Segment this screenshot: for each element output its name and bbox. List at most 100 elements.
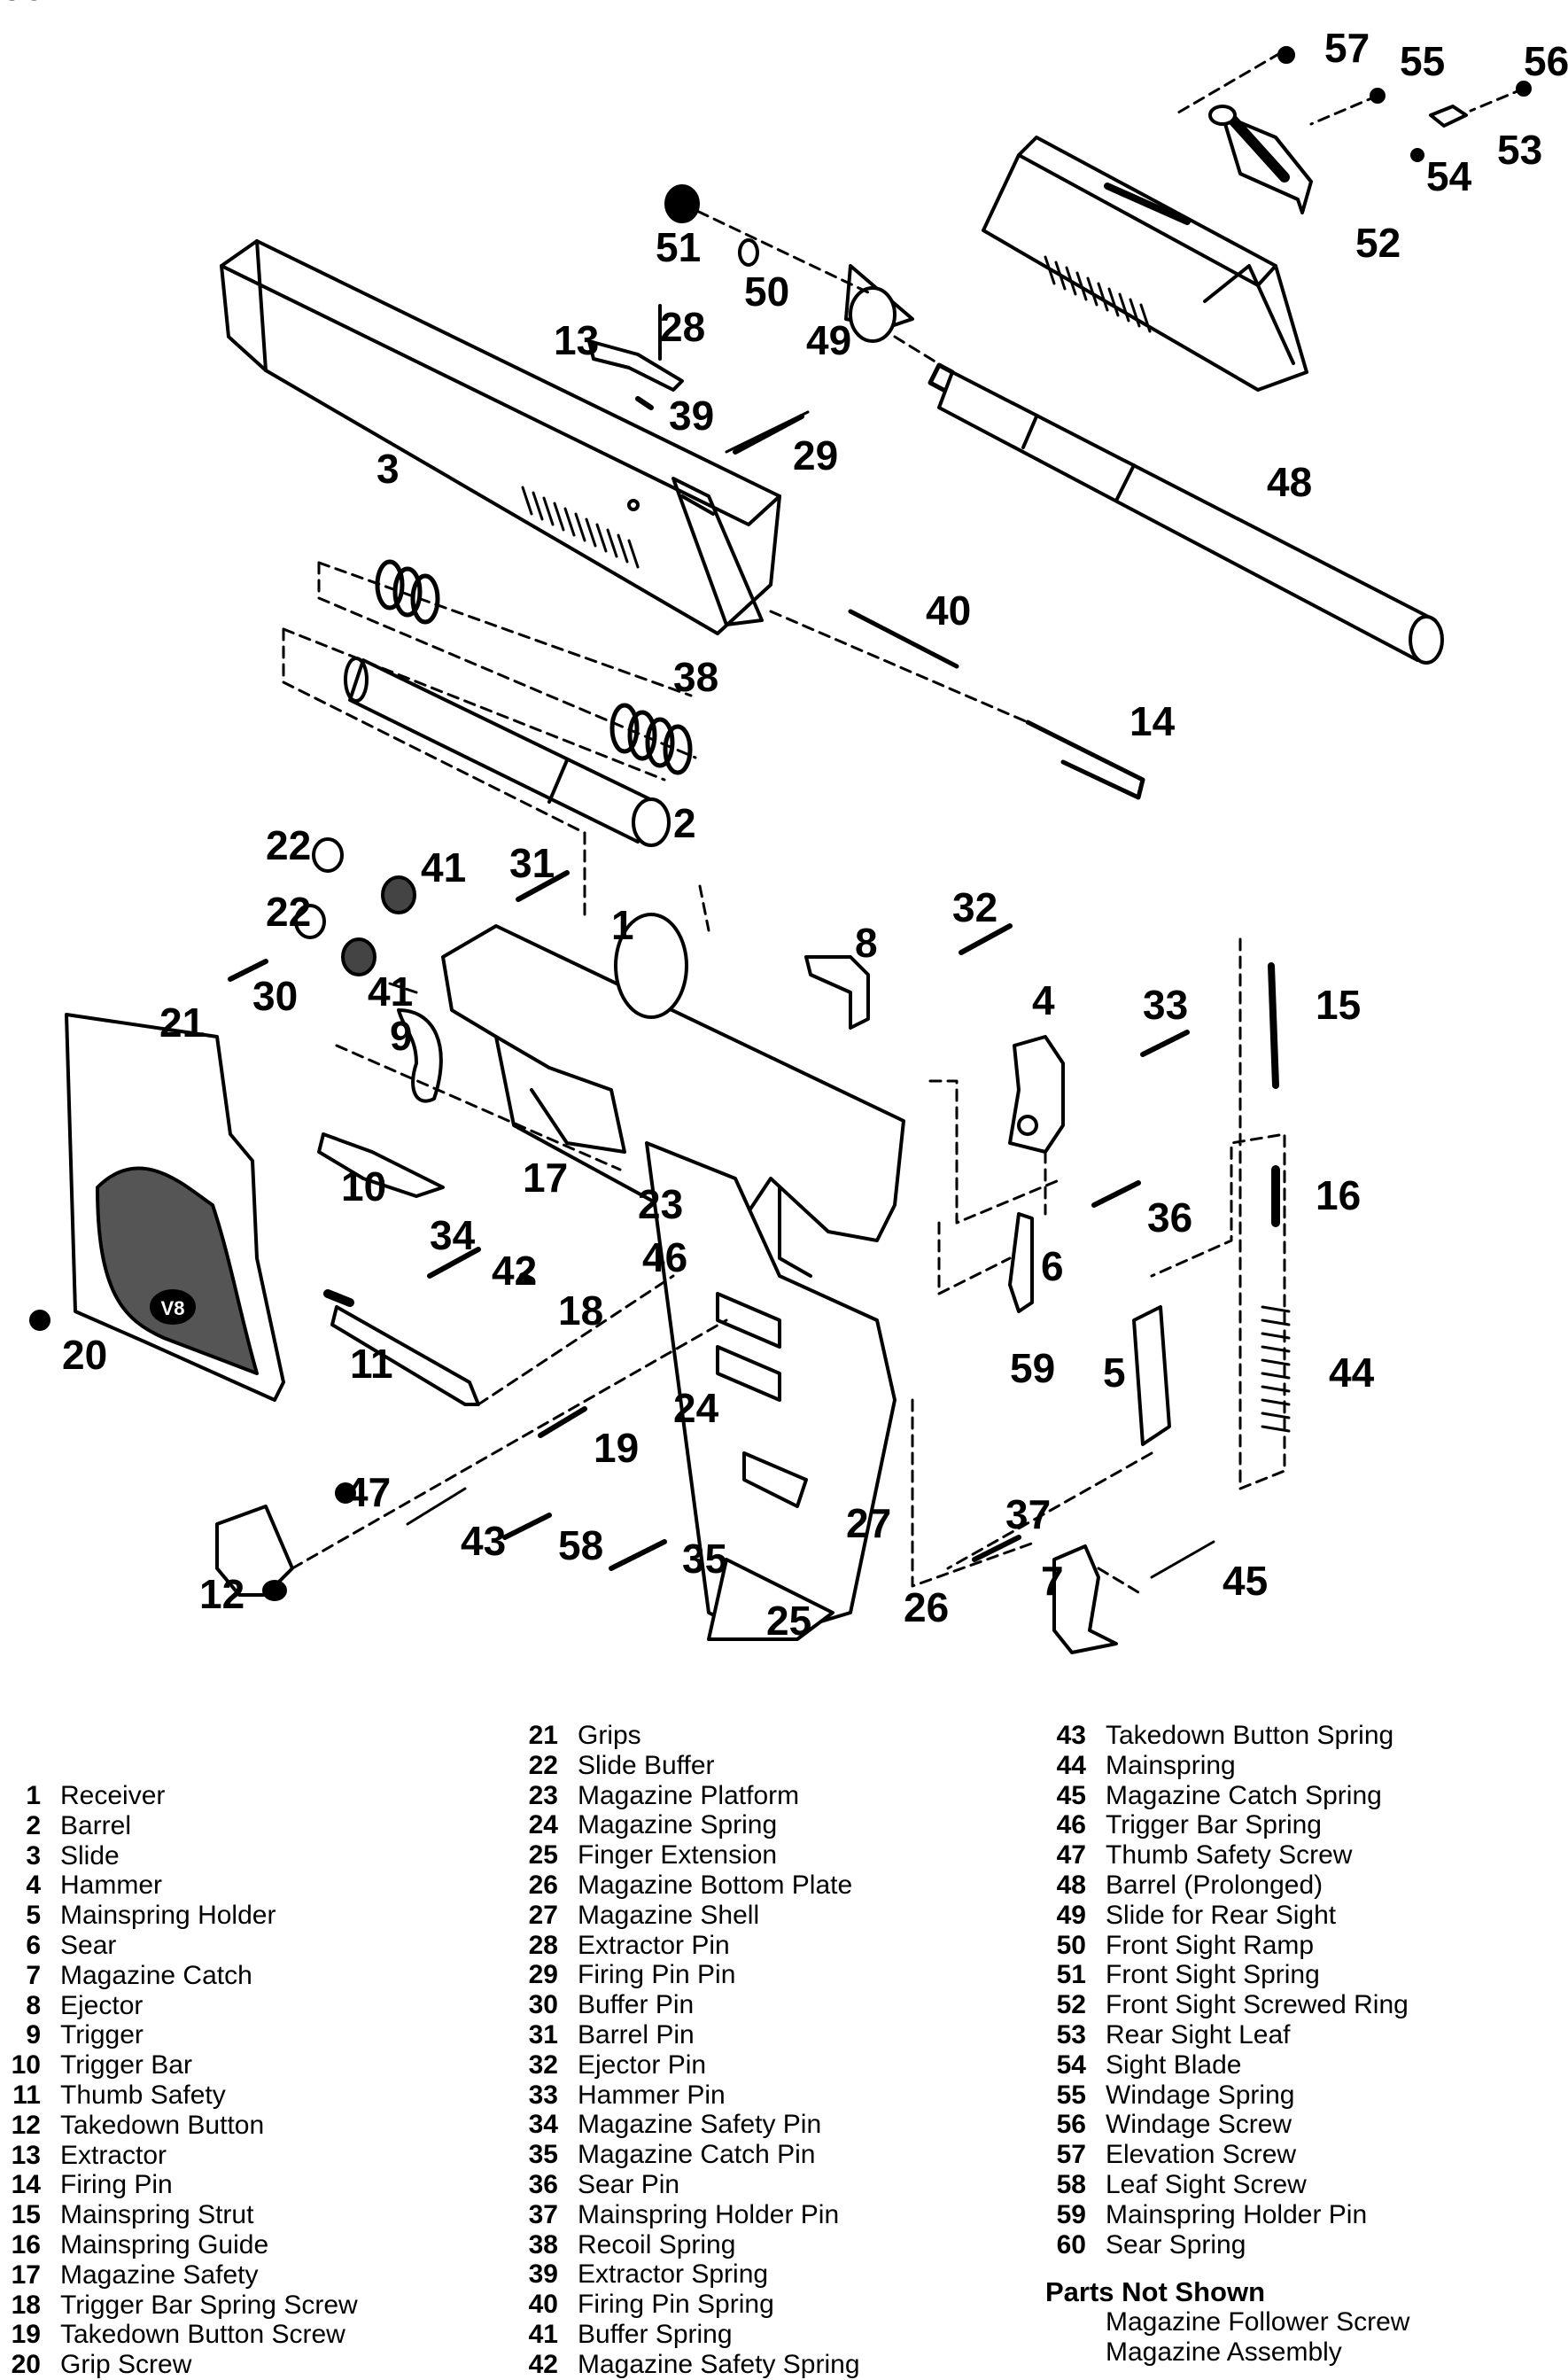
part-number: 28: [528, 1930, 558, 1960]
callout-labels: 1234567891011121314151617181920212222232…: [0, 0, 1568, 1644]
callout-33: 33: [1143, 982, 1188, 1028]
part-name: Firing Pin Spring: [578, 2290, 774, 2320]
part-name: Mainspring Holder Pin: [1106, 2199, 1368, 2229]
callout-27: 27: [846, 1500, 891, 1546]
rear-sight-slide-part: [982, 136, 1308, 392]
part-number: 37: [528, 2199, 558, 2229]
callout-49: 49: [806, 317, 851, 363]
part-name: Mainspring: [1106, 1750, 1236, 1780]
callout-26: 26: [904, 1584, 949, 1630]
part-number: 15: [11, 2200, 41, 2230]
buffer-parts: [294, 837, 535, 1284]
callout-18: 18: [558, 1287, 603, 1334]
exploded-view-diagram: V8 1234567891011121314151617181920212222…: [0, 0, 1568, 1654]
callout-37: 37: [1005, 1491, 1051, 1537]
part-name: Mainspring Guide: [60, 2229, 269, 2259]
parts-list-row: 27 Magazine Shell: [517, 1901, 860, 1931]
parts-list-row: 10 Trigger Bar: [0, 2050, 358, 2081]
part-number: 24: [528, 1810, 558, 1840]
part-number: 10: [11, 2050, 41, 2081]
part-name: Magazine Safety Spring: [578, 2349, 860, 2379]
callout-43: 43: [461, 1518, 506, 1564]
part-name: Windage Spring: [1106, 2080, 1295, 2110]
callout-40: 40: [926, 587, 971, 634]
mainspring-holder-part: [1052, 1305, 1171, 1654]
part-number: 26: [528, 1870, 558, 1900]
part-number: 38: [528, 2229, 558, 2259]
callout-15: 15: [1316, 982, 1361, 1028]
part-number: 11: [12, 2080, 41, 2110]
callout-56: 56: [1524, 38, 1568, 84]
part-name: Trigger Bar: [60, 2050, 192, 2081]
callout-7: 7: [1041, 1558, 1064, 1604]
grip-logo: [150, 1289, 196, 1325]
part-number: 23: [528, 1780, 558, 1810]
parts-list-row: 16 Mainspring Guide: [0, 2230, 358, 2260]
callout-39: 39: [669, 393, 714, 439]
part-name: Front Sight Ramp: [1106, 1930, 1315, 1960]
callout-17: 17: [523, 1155, 568, 1201]
callout-22: 22: [266, 889, 311, 935]
part-name: Slide Buffer: [578, 1750, 715, 1780]
part-number: 51: [1056, 1960, 1086, 1990]
part-number: 1: [26, 1781, 41, 1810]
callout-52: 52: [1355, 220, 1401, 266]
callout-50: 50: [744, 268, 789, 315]
part-name: Front Sight Spring: [1106, 1960, 1320, 1990]
part-name: Magazine Bottom Plate: [578, 1870, 853, 1900]
callout-57: 57: [1324, 25, 1370, 71]
part-name: Sear: [60, 1930, 117, 1960]
extractor-part: [587, 304, 810, 455]
part-number: 50: [1056, 1930, 1086, 1960]
callout-51: 51: [656, 224, 701, 270]
part-name: Firing Pin Pin: [578, 1960, 736, 1990]
part-number: 54: [1056, 2049, 1086, 2080]
part-number: 29: [528, 1960, 558, 1990]
part-number: 42: [528, 2349, 558, 2379]
grip-logo-text: V8: [161, 1297, 185, 1319]
callout-58: 58: [558, 1522, 603, 1568]
part-name: Magazine Safety: [60, 2259, 259, 2290]
part-name: Slide for Rear Sight: [1106, 1900, 1337, 1930]
callout-2: 2: [673, 800, 696, 846]
part-number: 19: [11, 2320, 41, 2350]
callout-35: 35: [682, 1536, 727, 1582]
parts-list-row: 26 Magazine Bottom Plate: [517, 1871, 860, 1901]
part-name: Receiver: [60, 1781, 166, 1810]
part-number: 36: [528, 2169, 558, 2199]
part-name: Grips: [578, 1721, 641, 1750]
parts-list-row: 50 Front Sight Ramp: [1045, 1931, 1409, 1961]
callout-19: 19: [594, 1425, 639, 1471]
callout-14: 14: [1129, 698, 1176, 744]
callout-11: 11: [350, 1341, 393, 1387]
part-number: 27: [528, 1900, 558, 1930]
part-name: Barrel: [60, 1810, 132, 1840]
part-number: 16: [11, 2229, 41, 2259]
callout-3: 3: [376, 446, 400, 492]
part-number: 20: [11, 2350, 41, 2380]
callout-23: 23: [638, 1181, 683, 1227]
part-name: Magazine Shell: [578, 1900, 760, 1930]
callout-25: 25: [766, 1598, 811, 1644]
callout-1: 1: [611, 902, 634, 948]
prolonged-barrel-part: [928, 362, 1444, 665]
callout-12: 12: [199, 1571, 245, 1617]
part-number: 39: [528, 2259, 558, 2290]
